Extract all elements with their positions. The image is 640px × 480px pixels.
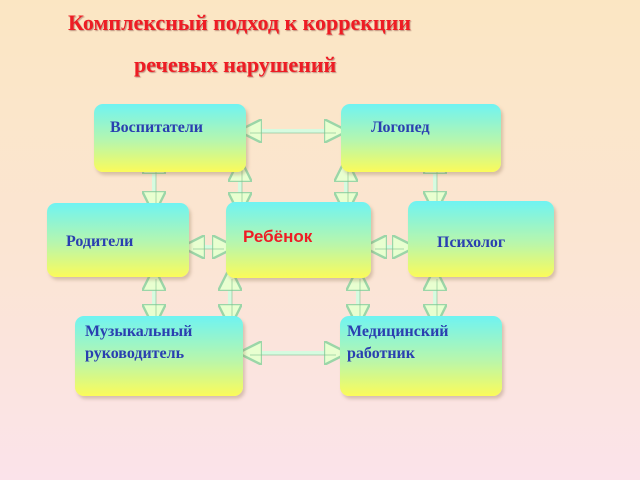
parents-box [47,203,189,277]
speech-therapist-label: Логопед [371,119,430,136]
psychologist-box [408,201,554,277]
music-director-box [75,316,243,396]
parents-label: Родители [66,233,134,250]
educators-label: Воспитатели [110,119,204,136]
medical-worker-label: Медицинский работник [347,323,449,362]
child-box [226,202,371,278]
educators-box [94,104,246,172]
speech-therapist-box [341,104,501,172]
title-line-2: речевых нарушений [134,52,337,77]
medical-worker-box [340,316,502,396]
music-director-label: Музыкальный руководитель [85,323,193,362]
psychologist-label: Психолог [437,234,506,251]
child-label: Ребёнок [243,227,313,246]
title-line-1: Комплексный подход к коррекции [68,10,411,35]
